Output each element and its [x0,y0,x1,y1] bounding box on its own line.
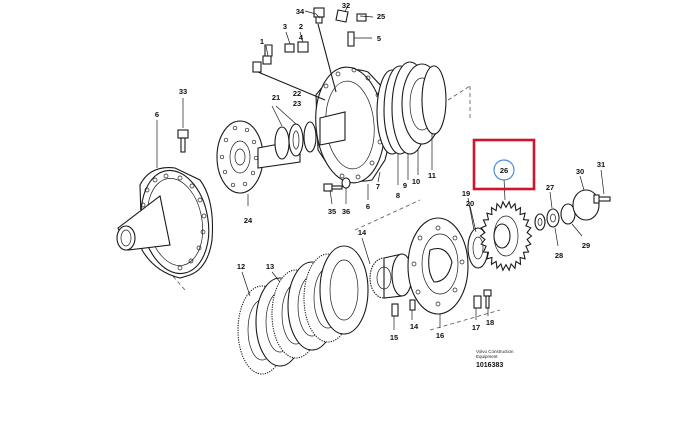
callout-33: 33 [179,87,187,96]
disc-pack-7-11 [376,61,447,155]
brand-line-2: Equipment [476,354,498,359]
highlight-circle [493,159,515,181]
callout-12: 12 [237,262,245,271]
callout-34: 34 [296,7,305,16]
callout-23: 23 [293,99,301,108]
callout-10: 10 [412,177,420,186]
callout-32: 32 [342,1,350,10]
bearing-set-21 [274,121,317,160]
callout-30: 30 [576,167,584,176]
callout-14-bolt: 14 [410,322,419,331]
callout-2: 2 [299,22,303,31]
callout-25: 25 [377,12,385,21]
callout-9: 9 [403,181,407,190]
callout-28: 28 [555,251,563,260]
callout-15: 15 [390,333,398,342]
callout-18: 18 [486,318,494,327]
callout-35: 35 [328,207,336,216]
callout-7: 7 [376,182,380,191]
callout-27: 27 [546,183,554,192]
planet-carrier-16 [407,217,469,315]
callout-21: 21 [272,93,280,102]
washers-27-31 [534,189,611,231]
brand-line-1: Volvo Construction [476,349,514,354]
highlight-box [472,138,536,191]
callout-13: 13 [266,262,274,271]
callout-labels: 1 2 3 4 5 6 6 7 8 9 10 11 12 13 14 14 15… [155,1,605,342]
callout-19: 19 [462,189,470,198]
callout-31: 31 [597,160,605,169]
callout-29: 29 [582,241,590,250]
hub-housing-center [315,66,391,184]
callout-22: 22 [293,89,301,98]
callout-24: 24 [244,216,253,225]
callout-36: 36 [342,207,350,216]
callout-3: 3 [283,22,287,31]
leader-lines [156,4,605,330]
gear-hub-14-15 [369,253,416,317]
callout-16: 16 [436,331,444,340]
callout-26: 26 [500,166,508,175]
bolts-35-36 [323,177,351,192]
highlight-part-26[interactable]: 26 [472,138,536,191]
callout-14-gear: 14 [358,228,367,237]
callout-1: 1 [260,37,264,46]
callout-5: 5 [377,34,381,43]
callout-6-center: 6 [366,202,370,211]
callout-6-left: 6 [155,110,159,119]
callout-8: 8 [396,191,400,200]
callout-4: 4 [299,33,304,42]
bolts-17-18 [473,289,492,309]
planet-gear-26 [479,200,533,272]
document-number: 1016383 [476,362,503,369]
callout-11: 11 [428,171,436,180]
callout-20: 20 [466,199,474,208]
bolt-33 [177,129,189,153]
small-fittings-top [252,7,367,101]
callout-17: 17 [472,323,480,332]
hub-housing-left [116,167,214,279]
friction-disc-pack-12-13 [237,245,369,375]
brand-block: Volvo Construction Equipment 1016383 [476,349,514,369]
